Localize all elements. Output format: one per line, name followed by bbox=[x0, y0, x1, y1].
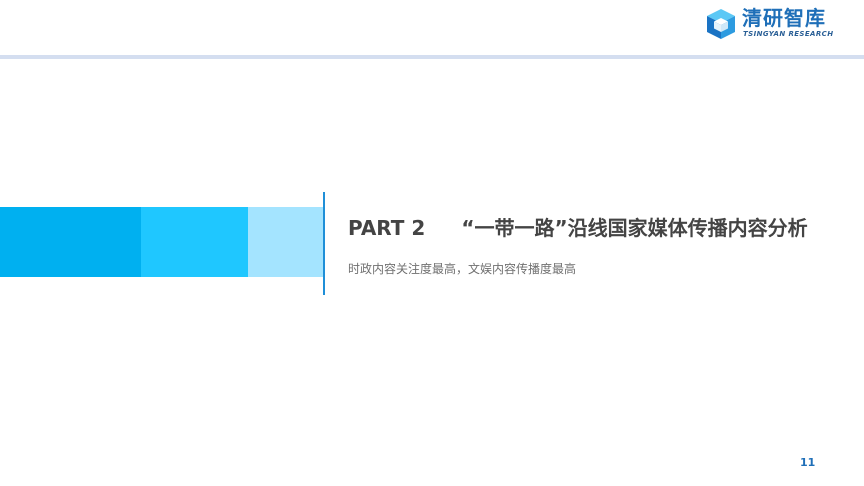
logo-english-name: TSINGYAN RESEARCH bbox=[743, 30, 834, 38]
page-number: 11 bbox=[800, 456, 816, 469]
accent-band-mid bbox=[141, 207, 248, 277]
section-subtitle: 时政内容关注度最高，文娱内容传播度最高 bbox=[348, 262, 577, 276]
cube-logo-icon bbox=[707, 9, 735, 39]
section-title: PART 2 “一带一路”沿线国家媒体传播内容分析 bbox=[348, 214, 808, 242]
section-title-text: “一带一路”沿线国家媒体传播内容分析 bbox=[461, 216, 808, 240]
accent-band-light bbox=[248, 207, 323, 277]
brand-logo: 清研智库 TSINGYAN RESEARCH bbox=[706, 6, 856, 42]
accent-band-dark bbox=[0, 207, 141, 277]
vertical-divider bbox=[323, 192, 325, 295]
logo-chinese-name: 清研智库 bbox=[742, 6, 826, 30]
header-divider bbox=[0, 55, 864, 59]
part-label: PART 2 bbox=[348, 216, 426, 240]
